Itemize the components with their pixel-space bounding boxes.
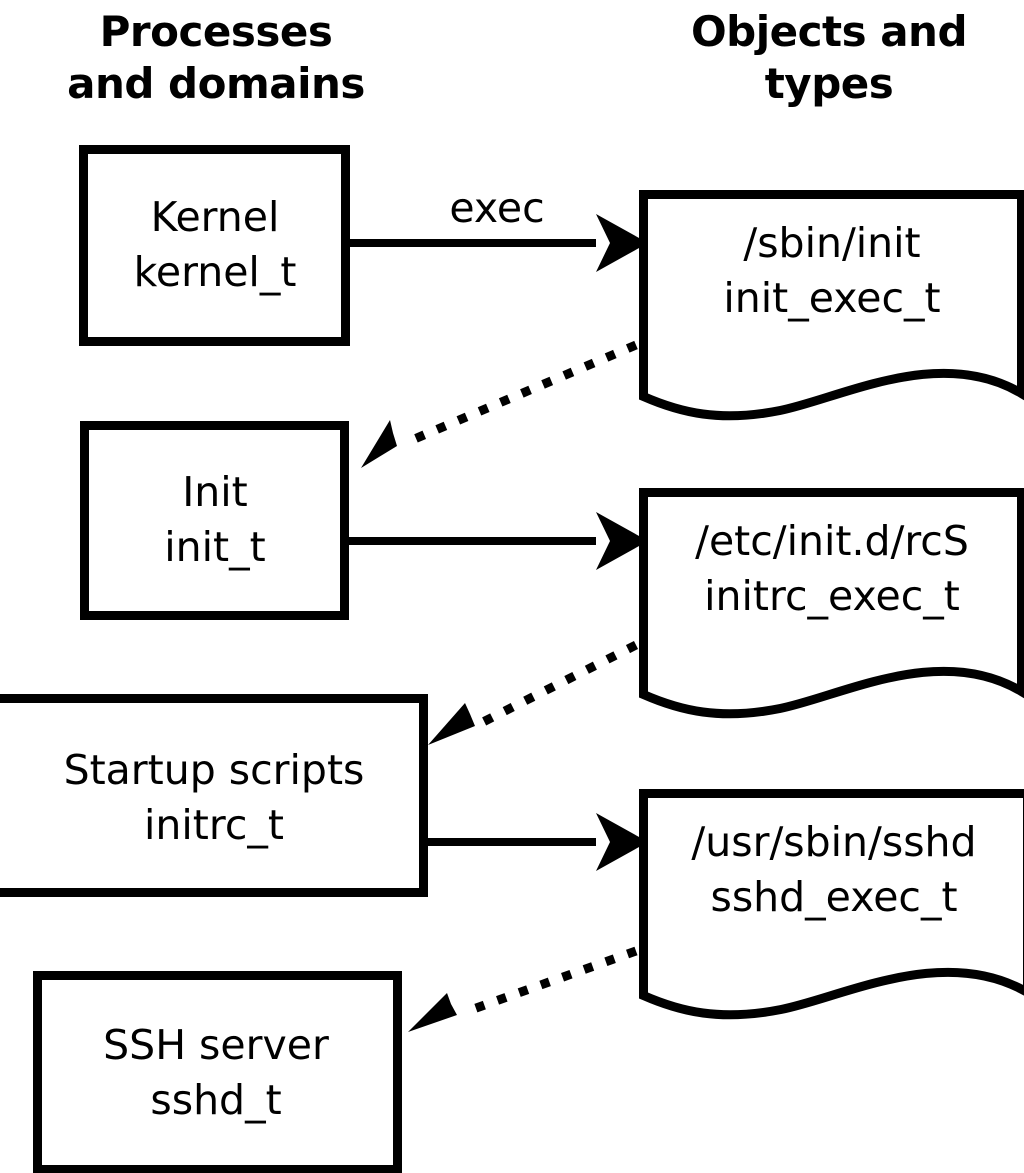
column-header-objects-line1: Objects and	[691, 7, 967, 56]
column-header-objects: Objects and types	[691, 7, 968, 108]
object-node-sshd-exec[interactable]: /usr/sbin/sshd sshd_exec_t	[639, 789, 1024, 1020]
node-type-label: init_exec_t	[723, 274, 940, 322]
document-shape[interactable]	[639, 190, 1024, 421]
node-type-label: init_t	[164, 523, 265, 571]
arrow-head-icon	[596, 813, 648, 871]
node-type-label: initrc_t	[144, 801, 284, 849]
edge-label-exec: exec	[449, 184, 544, 232]
column-header-objects-line2: types	[765, 59, 894, 108]
arrow-head-icon	[428, 703, 475, 745]
node-type-label: initrc_exec_t	[704, 572, 960, 620]
node-name-label: Init	[182, 468, 248, 516]
edge-line	[463, 946, 638, 1017]
edge-line	[480, 640, 639, 727]
object-node-initrc-exec[interactable]: /etc/init.d/rcS initrc_exec_t	[639, 488, 1024, 719]
node-name-label: SSH server	[103, 1021, 329, 1069]
arrow-head-icon	[361, 420, 397, 468]
process-node-init[interactable]: Init init_t	[80, 421, 349, 620]
node-name-label: Kernel	[151, 193, 280, 241]
arrow-head-icon	[596, 512, 648, 570]
node-box[interactable]	[80, 421, 349, 620]
node-type-label: sshd_exec_t	[710, 873, 957, 921]
node-name-label: Startup scripts	[64, 746, 365, 794]
object-node-init-exec[interactable]: /sbin/init init_exec_t	[639, 190, 1024, 421]
process-node-initrc[interactable]: Startup scripts initrc_t	[0, 694, 428, 897]
node-type-label: kernel_t	[134, 248, 297, 296]
edge-initrc-exec-transition-initrc	[428, 640, 639, 745]
edge-init-exec-initrc-exec	[348, 512, 648, 570]
edge-kernel-exec-init-exec: exec	[349, 184, 648, 272]
node-path-label: /etc/init.d/rcS	[695, 517, 969, 565]
edge-line	[403, 340, 638, 448]
process-node-sshd[interactable]: SSH server sshd_t	[33, 971, 402, 1173]
node-path-label: /usr/sbin/sshd	[691, 818, 976, 866]
arrow-head-icon	[408, 993, 457, 1032]
edge-sshd-exec-transition-sshd	[408, 946, 638, 1032]
arrow-head-icon	[596, 214, 648, 272]
document-shape[interactable]	[639, 789, 1024, 1020]
edge-initrc-exec-sshd-exec	[427, 813, 648, 871]
process-node-kernel[interactable]: Kernel kernel_t	[79, 145, 350, 346]
node-box[interactable]	[33, 971, 402, 1173]
node-path-label: /sbin/init	[743, 219, 920, 267]
node-box[interactable]	[0, 694, 428, 897]
edge-init-exec-transition-init	[361, 340, 638, 468]
node-box[interactable]	[79, 145, 350, 346]
column-header-processes: Processes and domains	[67, 7, 365, 108]
document-shape[interactable]	[639, 488, 1024, 719]
column-header-processes-line1: Processes	[100, 7, 333, 56]
column-header-processes-line2: and domains	[67, 59, 365, 108]
node-type-label: sshd_t	[150, 1076, 281, 1124]
